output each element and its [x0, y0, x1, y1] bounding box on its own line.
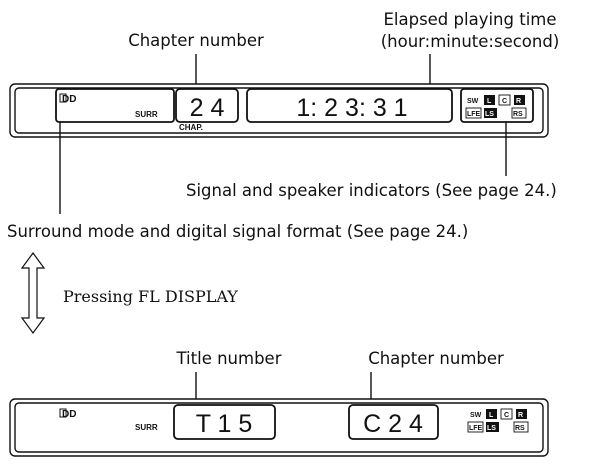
chapter-number-label-2: Chapter number	[368, 349, 504, 368]
title-digits: T 1 5	[196, 410, 253, 438]
chap-indicator: CHAP.	[179, 123, 203, 132]
title-number-label: Title number	[175, 349, 281, 368]
dolby-d-icon-2	[59, 408, 67, 418]
ls-indicator	[484, 108, 497, 118]
lfe-indicator-label-2: LFE	[469, 425, 483, 432]
surround-format-box	[55, 88, 175, 123]
lfe-indicator-label: LFE	[467, 111, 481, 118]
chapter-digits-box-2	[348, 404, 439, 440]
c-indicator	[498, 94, 511, 106]
surr-indicator: SURR	[135, 110, 158, 119]
sw-indicator-2: SW	[470, 412, 482, 419]
chapter-digits-box	[175, 88, 239, 123]
surr-indicator-2: SURR	[135, 423, 158, 432]
ls-indicator-label: LS	[485, 111, 494, 118]
elapsed-time-format-label: (hour:minute:second)	[381, 32, 560, 51]
chapter-number-label-1: Chapter number	[128, 31, 264, 50]
speaker-indicators-1: SW L C R LFE LS RS	[465, 94, 527, 119]
speaker-indicators-2: SW L C R LFE LS RS	[467, 408, 529, 433]
r-indicator-label-2: R	[518, 412, 523, 419]
l-indicator-label-2: L	[489, 412, 494, 419]
rs-indicator-2	[513, 421, 529, 433]
display-1: Chapter number Elapsed playing time (hou…	[7, 10, 559, 241]
dolby-digital-logo-2: DD	[62, 409, 76, 420]
display-2: Title number Chapter number DD SURR T 1 …	[9, 349, 549, 457]
r-indicator-2	[516, 409, 527, 419]
signal-indicators-box	[460, 88, 534, 123]
rs-indicator	[511, 107, 527, 119]
elapsed-time-label: Elapsed playing time	[383, 10, 556, 29]
c-indicator-label: C	[502, 98, 507, 105]
chapter-digits-2: C 2 4	[363, 410, 423, 438]
l-indicator	[484, 95, 495, 105]
c-indicator-label-2: C	[504, 412, 509, 419]
display-panel-1-inner	[14, 87, 544, 134]
double-arrow-icon	[20, 251, 46, 335]
time-digits-box	[246, 88, 453, 123]
dolby-d-icon	[59, 93, 67, 103]
display-panel-2-inner	[14, 402, 544, 453]
chapter-digits: 2 4	[190, 94, 225, 122]
l-indicator-label: L	[487, 98, 492, 105]
r-indicator	[514, 95, 525, 105]
c-indicator-2	[500, 408, 513, 420]
lfe-indicator-2	[467, 421, 484, 433]
rs-indicator-label-2: RS	[515, 425, 525, 432]
lfe-indicator	[465, 107, 482, 119]
pressing-fl-display-label: Pressing FL DISPLAY	[63, 287, 238, 306]
rs-indicator-label: RS	[513, 111, 523, 118]
signal-indicators-label: Signal and speaker indicators (See page …	[186, 181, 557, 200]
dolby-digital-logo: DD	[62, 94, 76, 105]
toggle-section: Pressing FL DISPLAY	[20, 251, 238, 335]
l-indicator-2	[486, 409, 497, 419]
r-indicator-label: R	[516, 98, 521, 105]
sw-indicator: SW	[467, 98, 479, 105]
ls-indicator-label-2: LS	[487, 425, 496, 432]
surround-format-label: Surround mode and digital signal format …	[7, 222, 468, 241]
title-digits-box	[173, 404, 276, 440]
time-digits: 1: 2 3: 3 1	[296, 94, 407, 122]
ls-indicator-2	[486, 422, 499, 432]
